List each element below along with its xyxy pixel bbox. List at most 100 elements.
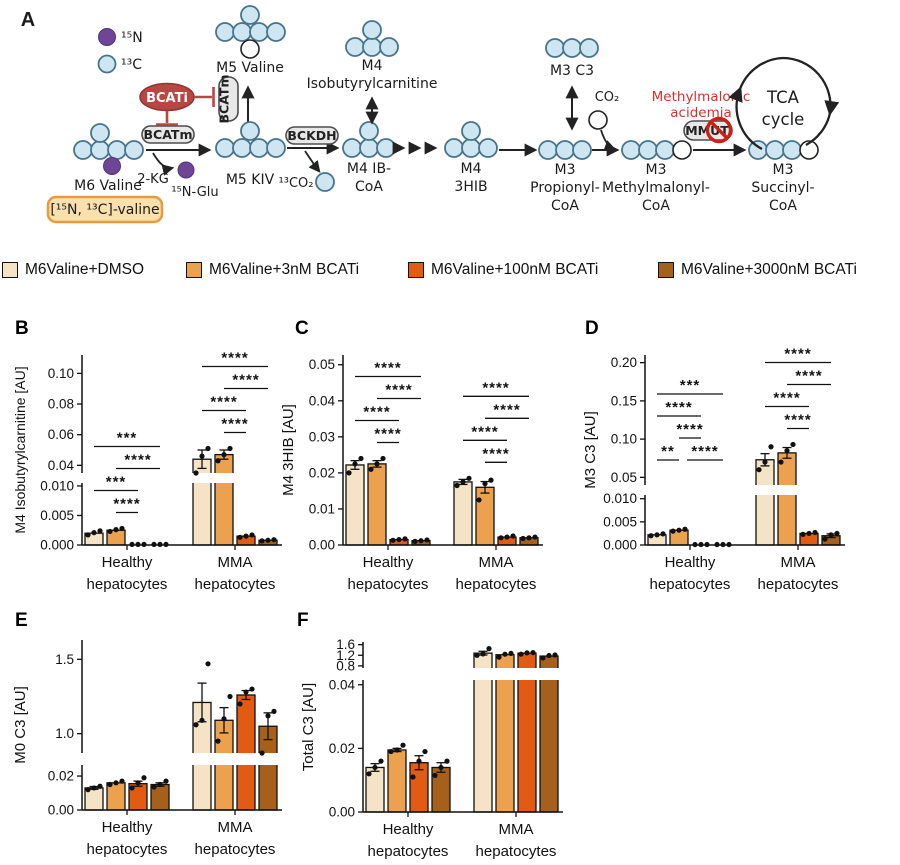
y-tick-label: 0.10 bbox=[48, 366, 74, 381]
group-label: MMA bbox=[781, 554, 816, 571]
sig-stars: **** bbox=[493, 401, 520, 418]
panel-d-letter: D bbox=[585, 318, 599, 339]
y-tick-label: 0.01 bbox=[309, 501, 335, 516]
m3-succinyl-molecule bbox=[748, 140, 819, 160]
data-point bbox=[113, 780, 119, 786]
m3-succinyl-label-2: Succinyl- bbox=[751, 180, 814, 196]
data-point bbox=[368, 466, 374, 472]
legend-item-3000nm: M6Valine+3000nM BCATi bbox=[658, 261, 857, 279]
data-point bbox=[215, 738, 221, 744]
m5-kiv-molecule bbox=[215, 121, 286, 158]
group-label: hepatocytes bbox=[195, 576, 276, 593]
data-point bbox=[498, 535, 504, 541]
sig-stars: *** bbox=[117, 429, 138, 446]
data-point bbox=[199, 717, 205, 723]
y-tick-label: 0.005 bbox=[603, 514, 637, 529]
bar bbox=[367, 463, 387, 546]
data-point bbox=[800, 531, 806, 537]
chart-svg-B: 0.0000.0050.0100.040.060.080.10Healthyhe… bbox=[12, 349, 283, 593]
group-label: hepatocytes bbox=[368, 843, 449, 860]
data-point bbox=[259, 538, 265, 544]
panel-e-letter: E bbox=[15, 610, 28, 631]
data-point bbox=[157, 781, 163, 788]
data-point bbox=[374, 461, 380, 467]
sig-stars: **** bbox=[124, 451, 151, 468]
data-point bbox=[249, 532, 255, 538]
legend-item-3nm: M6Valine+3nM BCATi bbox=[186, 261, 359, 279]
sig-stars: *** bbox=[106, 473, 127, 490]
data-point bbox=[432, 772, 438, 779]
legend-item-dmso: M6Valine+DMSO bbox=[2, 261, 144, 279]
group-label: hepatocytes bbox=[650, 576, 731, 593]
y-axis-label: M4 3HIB [AU] bbox=[280, 404, 297, 496]
m3-propionyl-label-2: Propionyl- bbox=[530, 180, 600, 196]
m4-ibcoa-label-2: CoA bbox=[355, 179, 383, 195]
y-tick-label: 0.02 bbox=[48, 769, 74, 784]
data-point bbox=[205, 661, 211, 667]
2kg-label: 2-KG bbox=[137, 172, 169, 187]
data-point bbox=[834, 530, 840, 537]
chart-svg-C: 0.000.010.020.030.040.05Healthyhepatocyt… bbox=[280, 355, 543, 593]
data-point bbox=[480, 651, 486, 657]
sig-stars: **** bbox=[221, 349, 248, 366]
y-tick-label: 0.02 bbox=[329, 741, 355, 756]
sig-stars: **** bbox=[482, 445, 509, 462]
axis-break-band bbox=[364, 668, 564, 680]
sig-stars: *** bbox=[680, 377, 701, 394]
bar bbox=[453, 481, 473, 546]
y-tick-label: 0.00 bbox=[48, 803, 74, 818]
data-point bbox=[504, 534, 510, 540]
y-tick-label: 1.0 bbox=[55, 726, 74, 741]
m5-valine-label: M5 Valine bbox=[216, 60, 284, 76]
legend-swatch-100nm bbox=[408, 262, 424, 278]
data-point bbox=[682, 526, 688, 532]
data-point bbox=[510, 533, 516, 539]
tca-label-1: TCA bbox=[766, 88, 800, 107]
data-point bbox=[438, 764, 444, 771]
group-label: hepatocytes bbox=[87, 576, 168, 593]
y-axis-label: M3 C3 [AU] bbox=[582, 411, 599, 489]
m4-3hib-label-1: M4 bbox=[461, 161, 482, 177]
data-point bbox=[660, 531, 666, 537]
y-tick-label: 0.04 bbox=[309, 393, 336, 408]
y-tick-label: 0.005 bbox=[40, 508, 74, 523]
bckdh-enzyme-label: BCKDH bbox=[287, 128, 336, 143]
data-point bbox=[378, 758, 384, 764]
data-point bbox=[394, 747, 400, 753]
group-label: hepatocytes bbox=[758, 576, 839, 593]
pathway-diagram: A ¹⁵N ¹³C M6 Valine [¹⁵N, ¹³C]-valine BC… bbox=[21, 5, 840, 224]
y-tick-label: 0.02 bbox=[309, 465, 335, 480]
data-point bbox=[400, 742, 406, 748]
data-point bbox=[502, 651, 508, 657]
group-label: MMA bbox=[218, 554, 253, 571]
data-point bbox=[790, 441, 796, 448]
axis-break-band bbox=[83, 753, 283, 765]
axis-break-band bbox=[83, 473, 283, 483]
sig-stars: **** bbox=[385, 381, 412, 398]
sig-stars: **** bbox=[691, 443, 718, 460]
m4-3hib-label-2: 3HIB bbox=[454, 179, 487, 195]
m4-isobutyrylcarnitine-molecule bbox=[345, 20, 399, 57]
data-point bbox=[199, 453, 205, 459]
data-point bbox=[205, 445, 211, 452]
m4-ibcoa-molecule bbox=[342, 121, 396, 158]
legend-item-100nm: M6Valine+100nM BCATi bbox=[408, 261, 598, 279]
bar bbox=[345, 464, 365, 546]
data-point bbox=[135, 780, 141, 786]
sig-stars: **** bbox=[471, 423, 498, 440]
bcatm-enzyme-box bbox=[141, 125, 195, 144]
data-point bbox=[402, 536, 408, 542]
sig-stars: **** bbox=[113, 495, 140, 512]
co2-join-arrow bbox=[600, 129, 617, 152]
data-point bbox=[193, 722, 199, 728]
data-point bbox=[474, 652, 480, 658]
data-point bbox=[227, 693, 233, 700]
isotope-legend: ¹⁵N ¹³C bbox=[97, 28, 143, 74]
y-tick-label: 0.03 bbox=[309, 429, 335, 444]
sig-stars: **** bbox=[374, 359, 401, 376]
data-point bbox=[91, 785, 97, 791]
y-tick-label: 0.04 bbox=[48, 458, 75, 473]
data-point bbox=[648, 533, 654, 539]
